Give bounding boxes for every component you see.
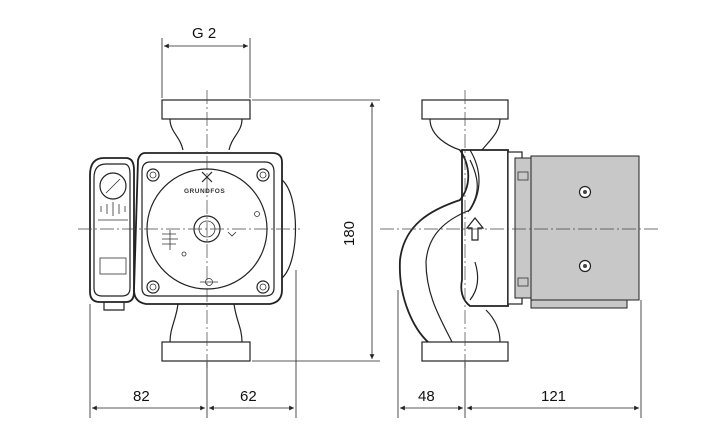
- brand-logo-icon: [201, 171, 213, 183]
- speed-dial-icon: [99, 172, 127, 200]
- front-plate: [141, 161, 275, 297]
- front-view: GRUNDFOS: [78, 90, 300, 370]
- dimension-lines: G 2 180 82 62 48 121: [89, 25, 642, 418]
- front-top-neck-right: [228, 118, 243, 151]
- side-top-neck-left: [429, 118, 461, 151]
- dial-scale-icon: [100, 202, 126, 216]
- flow-direction-arrow-icon: [465, 217, 485, 241]
- motor-bottom-rim: [530, 299, 628, 309]
- indicator-dot: [181, 251, 187, 257]
- height-label: 180: [341, 221, 358, 246]
- led-icon: [254, 211, 260, 217]
- speed-bars-icon: [162, 230, 178, 250]
- front-left-label: 82: [133, 388, 150, 405]
- control-box: [89, 157, 135, 303]
- front-bottom-neck-right: [233, 303, 243, 343]
- motor-housing: [530, 155, 640, 301]
- brand-text: GRUNDFOS: [184, 188, 225, 195]
- cable-entry: [99, 257, 127, 275]
- side-view: [380, 90, 660, 370]
- side-right-label: 121: [541, 388, 566, 405]
- front-housing: [133, 152, 283, 305]
- motor-flange-ring: [514, 157, 532, 299]
- side-volute-outer: [399, 149, 470, 343]
- screw-bottom-right: [256, 280, 270, 294]
- front-volute-bulge: [281, 179, 296, 279]
- side-left-label: 48: [418, 388, 435, 405]
- cable-gland: [103, 302, 125, 311]
- control-box-inner: [93, 163, 131, 297]
- front-top-flange: [161, 99, 251, 120]
- screw-bottom-left: [146, 280, 160, 294]
- front-bottom-flange: [161, 341, 251, 362]
- screw-top-left: [146, 168, 160, 182]
- side-bottom-neck-right: [485, 309, 501, 343]
- side-volute-inner: [425, 149, 480, 343]
- front-top-neck-left: [169, 118, 184, 151]
- thread-size-label: G 2: [192, 25, 216, 42]
- screw-top-right: [256, 168, 270, 182]
- side-housing: [460, 149, 509, 307]
- front-bottom-neck-left: [169, 303, 179, 343]
- side-top-neck-right: [481, 118, 501, 151]
- front-right-label: 62: [240, 388, 257, 405]
- rotation-arrow-icon: [227, 231, 237, 237]
